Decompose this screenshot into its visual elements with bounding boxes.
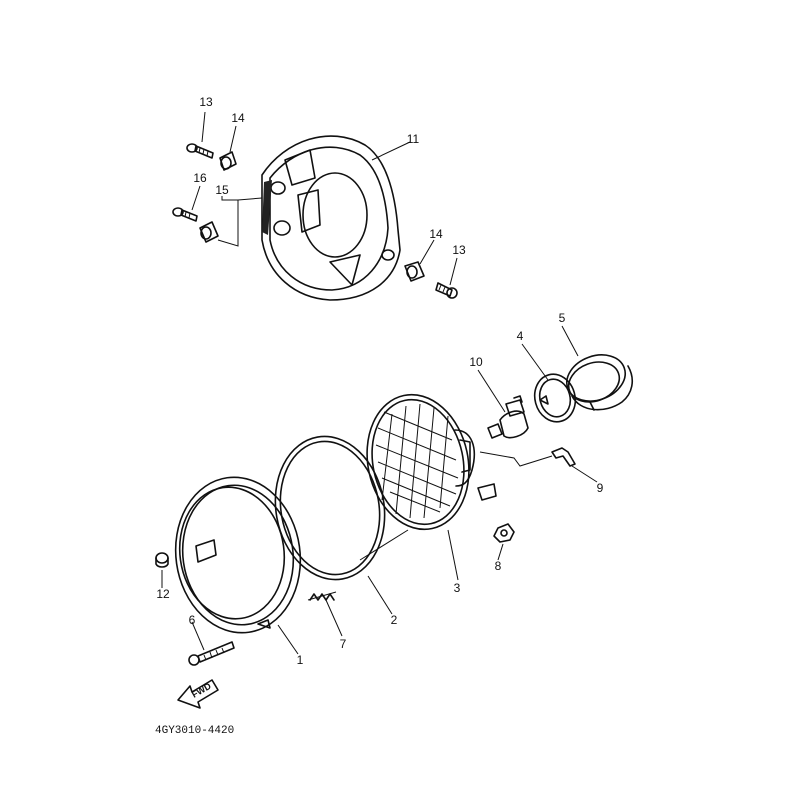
part-2-sealing-ring	[274, 435, 386, 581]
callout-5: 5	[559, 311, 566, 325]
part-12-screw	[155, 552, 169, 568]
callout-14-upper: 14	[231, 111, 245, 125]
callout-12: 12	[156, 587, 170, 601]
callout-3: 3	[454, 581, 461, 595]
part-16-bolt-left	[172, 207, 198, 222]
part-7-spring	[307, 591, 337, 601]
part-11-headlight-housing	[261, 135, 401, 301]
part-14-collar-upper	[219, 151, 237, 171]
callout-11: 11	[407, 132, 420, 146]
callout-1: 1	[297, 653, 304, 667]
callout-13-upper: 13	[199, 95, 213, 109]
callout-15: 15	[215, 183, 229, 197]
part-14-collar-lower	[404, 261, 425, 282]
part-3-lens-unit	[366, 393, 497, 531]
part-1-headlight-rim	[174, 476, 302, 634]
leader-lines	[161, 111, 598, 655]
callout-10: 10	[469, 355, 483, 369]
part-5-bulb-cover	[566, 354, 634, 411]
part-13-bolt-lower	[435, 282, 458, 299]
callout-4: 4	[517, 329, 524, 343]
callout-14-lower: 14	[429, 227, 443, 241]
part-4-retaining-ring	[533, 373, 577, 423]
callout-16: 16	[193, 171, 207, 185]
part-13-bolt-upper	[186, 143, 214, 159]
part-10-bulb	[487, 395, 529, 439]
part-15-spacer	[199, 221, 219, 243]
part-8-nut	[493, 523, 515, 543]
callout-7: 7	[340, 637, 347, 651]
forward-direction-arrow: FWD	[177, 679, 219, 709]
callout-labels: 13 14 11 16 15 14 13 5 4 10 9 8 3 12 2 6…	[156, 95, 603, 667]
fwd-label: FWD	[190, 681, 213, 700]
callout-9: 9	[597, 481, 604, 495]
callout-13-lower: 13	[452, 243, 466, 257]
part-6-adjusting-screw	[188, 641, 235, 666]
part-9-bracket	[479, 447, 576, 467]
callout-8: 8	[495, 559, 502, 573]
callout-2: 2	[391, 613, 398, 627]
callout-6: 6	[189, 613, 196, 627]
drawing-code: 4GY3010-4420	[155, 725, 234, 737]
